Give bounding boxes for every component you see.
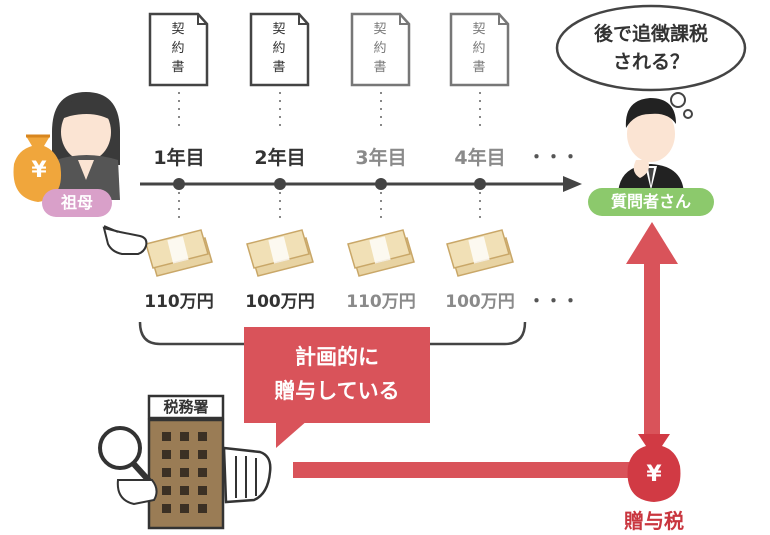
gift-tax-yen-symbol: ¥: [646, 462, 662, 487]
year-label-2: 2年目: [254, 147, 306, 169]
callout-text: 計画的に 贈与している: [244, 340, 430, 408]
grandmother-label: 祖母: [42, 189, 112, 217]
thought-line-2: される？: [612, 51, 689, 73]
contract-document-3: [350, 12, 411, 87]
money-bag-icon: [13, 134, 62, 202]
upward-arrow: [626, 222, 678, 440]
magnifying-glass-icon: [98, 426, 158, 506]
money-stack-2: [246, 229, 314, 277]
amount-label-2: 100万円: [245, 292, 315, 312]
year-label-1: 1年目: [153, 147, 205, 169]
callout-line-1: 計画的に: [295, 345, 379, 369]
contract-document-4: [449, 12, 510, 87]
money-stack-4: [446, 229, 514, 277]
thought-bubble: [555, 4, 747, 119]
contract-text-3: 契約書: [373, 22, 387, 75]
building-pointing-hand-icon: [222, 446, 272, 504]
callout-box: [244, 327, 430, 448]
amount-label-1: 110万円: [144, 292, 214, 312]
dotted-connectors: [178, 92, 481, 222]
contract-text-2: 契約書: [272, 22, 286, 75]
contract-document-2: [249, 12, 310, 87]
tax-office-label: 税務署: [163, 398, 209, 416]
amount-label-3: 110万円: [346, 292, 416, 312]
money-stack-1: [145, 229, 213, 277]
year-more-ellipsis: ・・・: [528, 148, 579, 168]
gift-tax-label: 贈与税: [624, 509, 684, 533]
contract-document-1: [148, 12, 209, 87]
gift-tax-bag-icon: [627, 434, 681, 502]
amount-label-4: 100万円: [445, 292, 515, 312]
tax-connector-bar: [293, 462, 637, 478]
timeline-arrow: [140, 176, 582, 192]
money-stack-3: [347, 229, 415, 277]
amount-more-ellipsis: ・・・: [528, 292, 579, 312]
year-label-4: 4年目: [454, 147, 506, 169]
yen-symbol: ¥: [31, 158, 47, 183]
grandmother-icon: [52, 92, 120, 200]
questioner-label: 質問者さん: [588, 188, 714, 216]
thought-line-1: 後で追徴課税: [593, 23, 708, 45]
contract-text-1: 契約書: [171, 22, 185, 75]
tax-office-building-icon: [147, 394, 225, 530]
year-label-3: 3年目: [355, 147, 407, 169]
questioner-icon: [618, 98, 684, 196]
thought-text: 後で追徴課税 される？: [570, 20, 732, 76]
contract-text-4: 契約書: [472, 22, 486, 75]
callout-line-2: 贈与している: [274, 379, 400, 403]
pointing-hand-icon: [102, 225, 148, 255]
